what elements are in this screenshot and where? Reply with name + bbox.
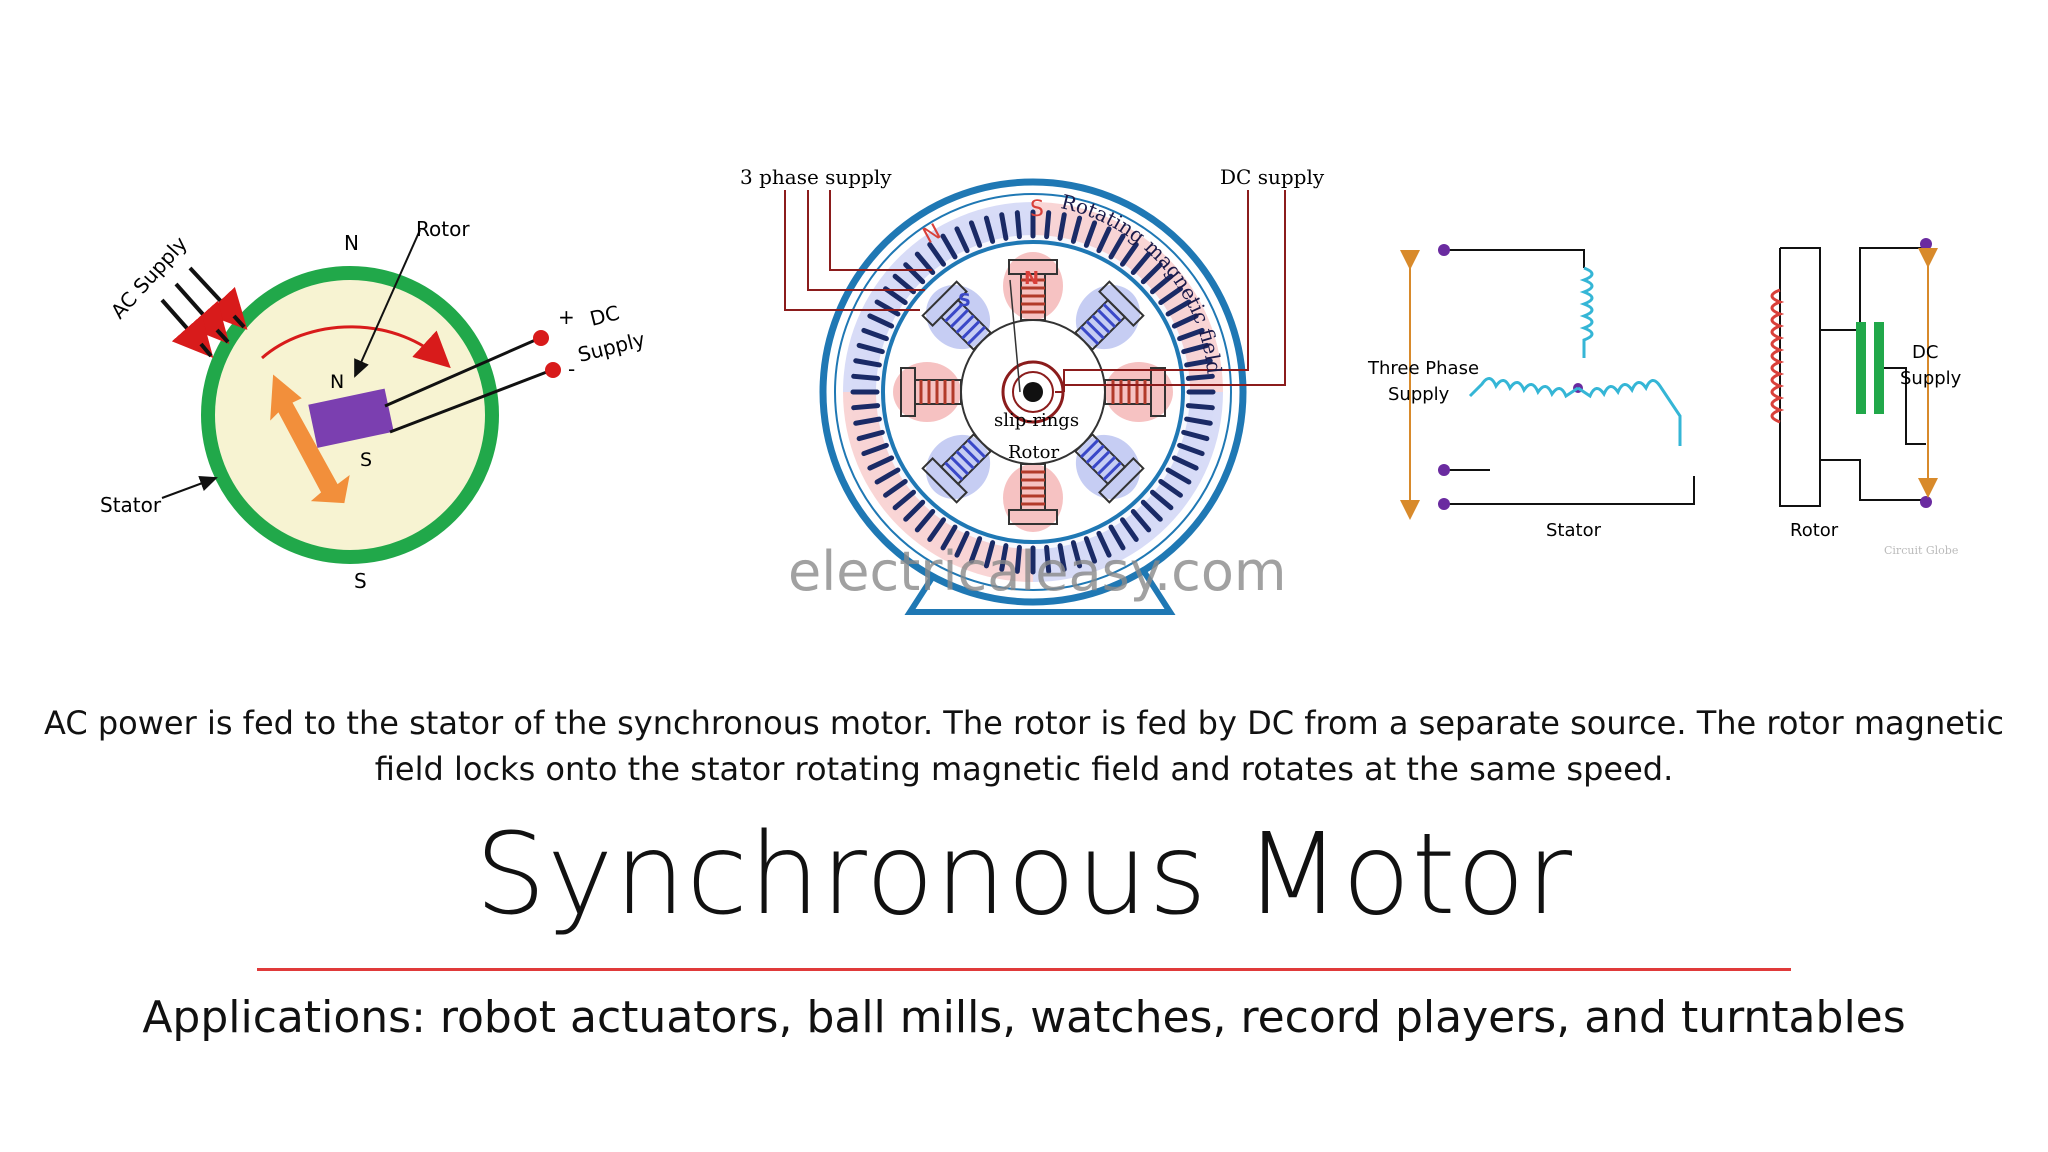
- stator-terminal-2: [1438, 464, 1450, 476]
- three-phase-label-1: Three Phase: [1367, 358, 1479, 379]
- slip-rings-label: slip-rings: [994, 410, 1079, 431]
- three-phase-label-2: Supply: [1388, 384, 1450, 405]
- title-divider: [257, 968, 1791, 971]
- dc-supply-label: Supply: [575, 327, 647, 367]
- stator-label-3: Stator: [1546, 520, 1602, 541]
- rotor-coil: [1770, 288, 1785, 424]
- credit-label: Circuit Globe: [1884, 544, 1958, 557]
- rotor-label-2: Rotor: [1008, 442, 1059, 463]
- watermark: electricaleasy.com: [788, 540, 1287, 603]
- rotor-terminal-1: [1920, 238, 1932, 250]
- rotor-n-label: N: [330, 371, 344, 393]
- dc-plus-sign: +: [558, 305, 575, 329]
- caption-line-2: field locks onto the stator rotating mag…: [374, 750, 1674, 788]
- dc-label: DC: [587, 300, 621, 330]
- shaft: [1023, 382, 1043, 402]
- stator-terminal-3: [1438, 498, 1450, 510]
- stator-coil-a: [1579, 266, 1594, 358]
- rotor-s-label: S: [360, 449, 372, 471]
- rotor-field-arrow: [270, 374, 350, 504]
- pole-n-top: N: [344, 231, 359, 255]
- stator-slots: [850, 209, 1216, 575]
- inner-pole-s: S: [958, 290, 971, 311]
- dc-supply-label-2: DC supply: [1220, 165, 1325, 189]
- ac-supply-label: AC Supply: [106, 232, 192, 324]
- dc-minus-terminal: [545, 362, 561, 378]
- simple-motor-diagram: AC Supply Rotor N S N S + - DC Supply St…: [100, 217, 647, 593]
- schematic-diagram: Three Phase Supply DC Supply Stator Roto…: [1367, 238, 1962, 557]
- rotor-poles: [893, 252, 1173, 532]
- caption: AC power is fed to the stator of the syn…: [40, 700, 2008, 792]
- slip-ring-right: [1874, 322, 1884, 414]
- three-phase-supply-label: 3 phase supply: [740, 165, 892, 189]
- dc-label-3: DC: [1912, 342, 1938, 363]
- caption-line-1: AC power is fed to the stator of the syn…: [44, 704, 2004, 742]
- dc-minus-sign: -: [568, 357, 575, 381]
- stator-coil-c: [1577, 379, 1682, 446]
- motor-cross-section-diagram: 3 phase supply DC supply Rotating magnet…: [740, 165, 1325, 615]
- slip-ring-left: [1856, 322, 1866, 414]
- stator-coil-b: [1468, 377, 1579, 399]
- stator-terminal-1: [1438, 244, 1450, 256]
- rotation-arrow: [261, 325, 451, 369]
- rotor-label-3: Rotor: [1790, 520, 1839, 541]
- stator-label: Stator: [100, 493, 162, 517]
- dc-plus-terminal: [533, 330, 549, 346]
- applications-text: Applications: robot actuators, ball mill…: [142, 992, 1906, 1043]
- dc-supply-label-3: Supply: [1900, 368, 1962, 389]
- outer-pole-s: S: [1030, 197, 1044, 222]
- slide-title: Synchronous Motor: [474, 810, 1574, 940]
- inner-pole-n: N: [1024, 268, 1039, 289]
- rotor-label: Rotor: [416, 217, 470, 241]
- rotor-magnet: [308, 388, 394, 448]
- pole-s-bottom: S: [354, 569, 367, 593]
- rotor-terminal-2: [1920, 496, 1932, 508]
